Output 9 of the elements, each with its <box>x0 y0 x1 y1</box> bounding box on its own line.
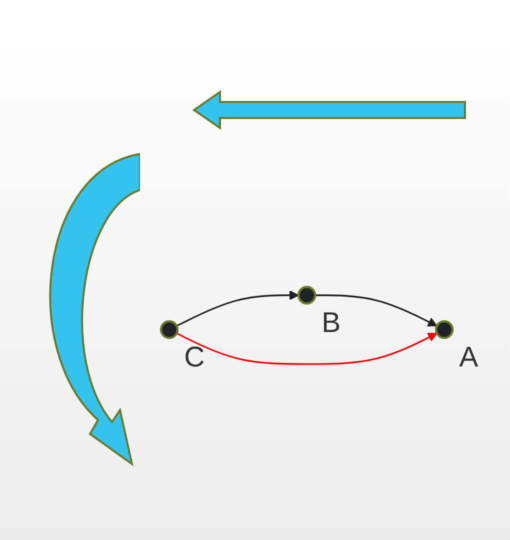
node-label: A <box>459 341 478 374</box>
arrow <box>315 294 438 326</box>
node-label: C <box>184 341 205 374</box>
node-circle <box>434 320 454 339</box>
node-circle <box>160 320 179 339</box>
arrow <box>176 332 438 365</box>
node-circle <box>297 286 316 305</box>
arrow <box>176 290 299 327</box>
node-label: B <box>322 307 341 340</box>
